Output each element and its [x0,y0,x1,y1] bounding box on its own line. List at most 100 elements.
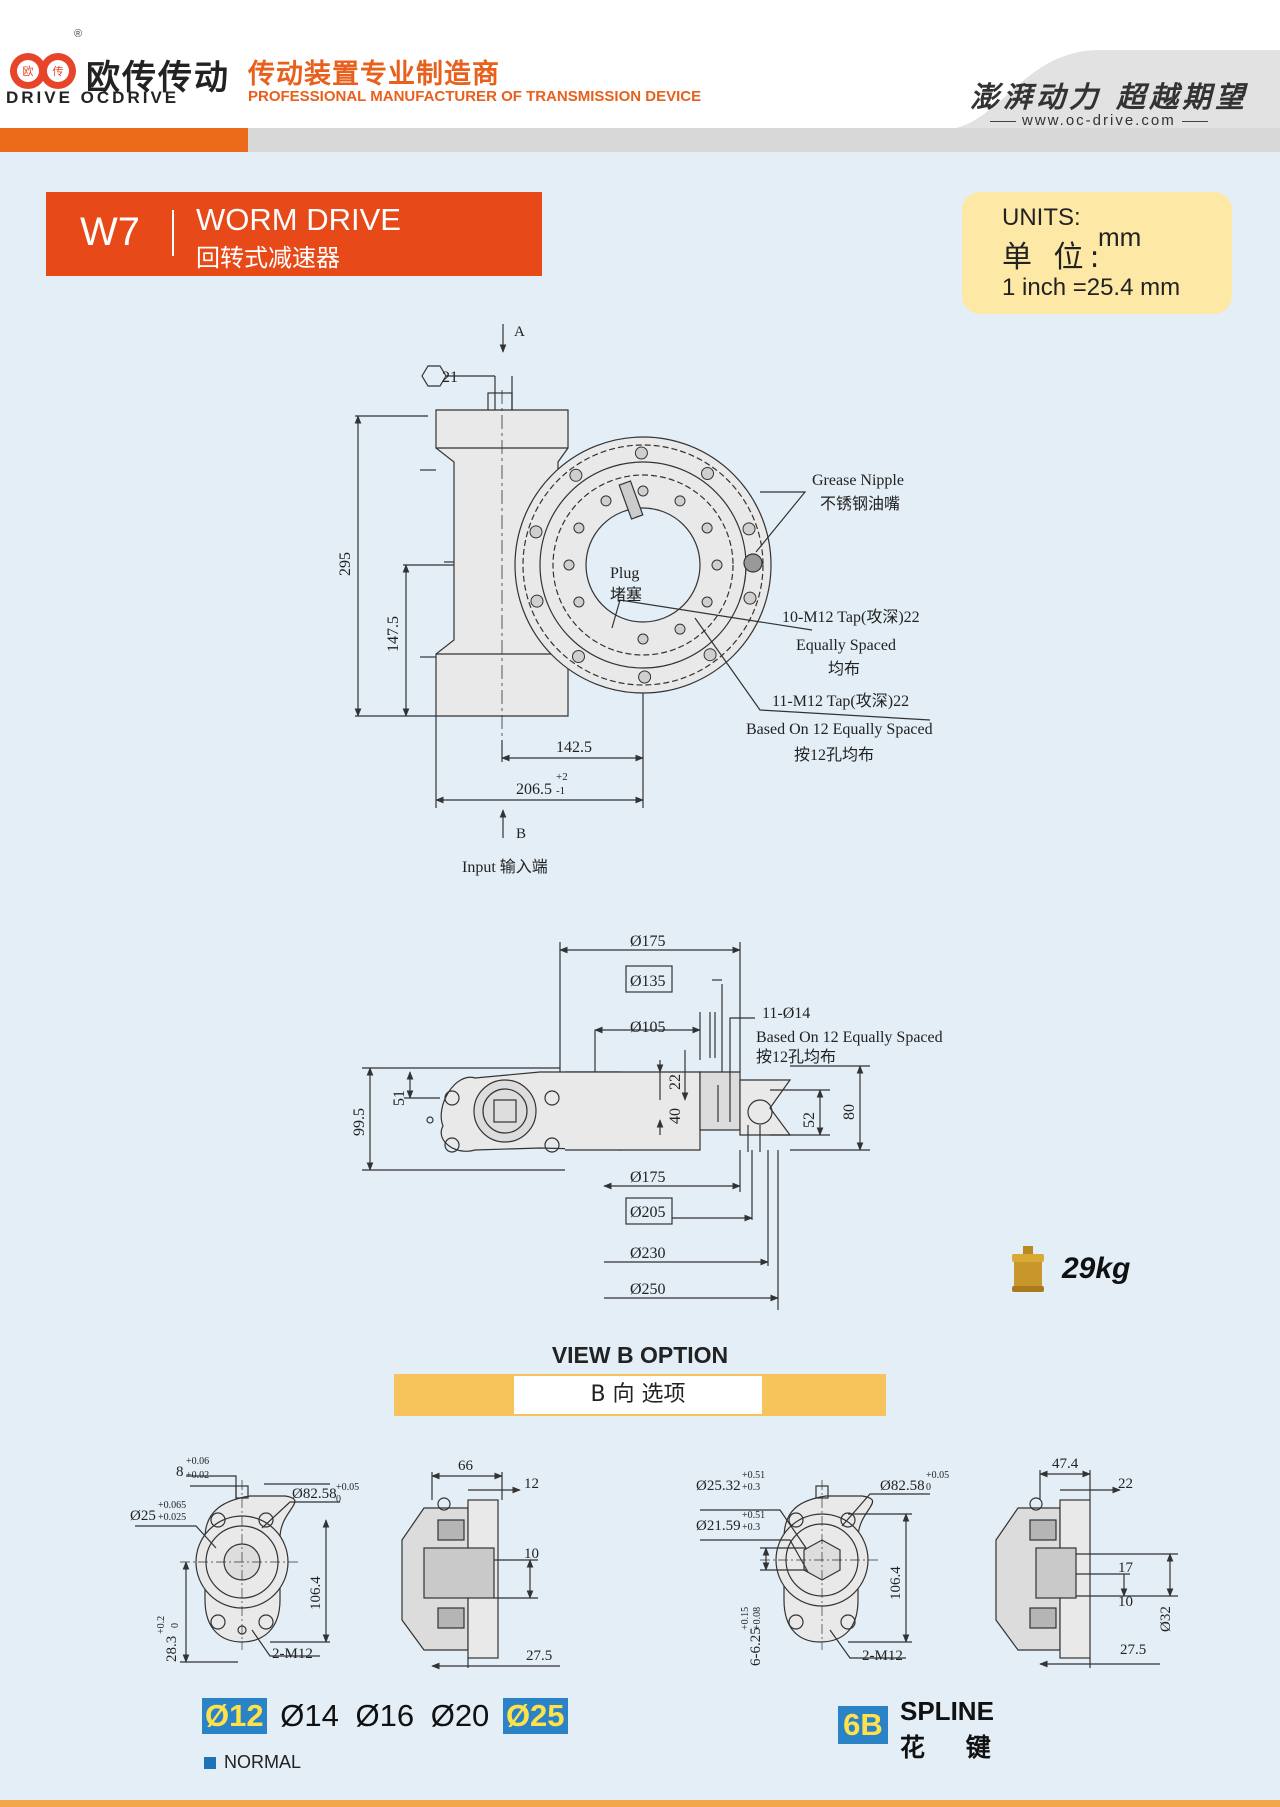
header-curve-shape [940,50,1280,130]
bolt-hole [637,633,649,645]
opt-left-dim8: 8 [176,1464,184,1480]
input-label: Input 输入端 [462,858,548,876]
bolt-hole [573,522,585,534]
side-d205: Ø205 [630,1204,666,1221]
website-text: www.oc-drive.com [984,112,1214,129]
view-b-title: VIEW B OPTION [551,1342,729,1368]
opt-right-spline-up: +0.15 [740,1607,751,1630]
legend-swatch [204,1757,216,1770]
opt-left-dim28-low: 0 [170,1623,181,1628]
bolt-hole [529,525,543,539]
opt-left-side12: 12 [524,1476,539,1492]
top-view-bolt-holes [529,446,757,684]
opt-left-d82-up: +0.05 [336,1482,359,1493]
tap2-spec: 11-M12 Tap(攻深)22 [772,692,909,710]
side-holes-cn: 按12孔均布 [756,1048,836,1066]
title-separator [172,210,174,256]
opt-right-spline: 6-6.25 [748,1627,764,1666]
option-left-front-drawing [135,1475,340,1663]
weight-row: 29kg [1006,1244,1176,1294]
opt-left-dim8-low: +0.02 [186,1470,209,1481]
spline-label-english: SPLINE [900,1696,994,1726]
opt-left-dim106: 106.4 [308,1576,324,1610]
tagline-chinese: 传动装置专业制造商 [248,59,500,90]
option-left-side-drawing [401,1472,560,1670]
grease-nipple-cn: 不锈钢油嘴 [820,495,900,513]
side-dim-40: 40 [667,1108,684,1124]
shaft-option-12: Ø12 [202,1698,267,1734]
side-dim-80: 80 [841,1104,858,1120]
opt-right-side22: 22 [1118,1476,1133,1492]
opt-right-side10: 10 [1118,1594,1133,1610]
side-d175-bottom: Ø175 [630,1169,666,1186]
tap2-en: Based On 12 Equally Spaced [746,721,933,738]
bolt-hole [743,591,757,605]
shaft-option-14: Ø14 [280,1698,339,1733]
bolt-hole [563,559,575,571]
opt-right-d21-low: +0.3 [742,1522,760,1533]
opt-right-d82: Ø82.58 [880,1478,925,1494]
normal-legend: NORMAL [204,1752,301,1773]
bolt-hole [634,446,648,460]
side-d135: Ø135 [630,973,666,990]
top-width-tol-upper: +2 [556,771,568,783]
side-dim-99-5: 99.5 [351,1108,368,1136]
bolt-hole [701,522,713,534]
legend-label: NORMAL [224,1752,302,1772]
view-b-bar: B 向 选项 [394,1374,886,1416]
slogan: 澎湃动力 超越期望 [970,80,1249,114]
opt-right-side47: 47.4 [1052,1456,1079,1472]
opt-left-side66: 66 [458,1458,474,1474]
page-header: 欧 传 ® 欧传传动 DRIVE OCDRIVE 传动装置专业制造商 PROFE… [0,0,1280,152]
side-d250: Ø250 [630,1281,666,1298]
logo-gear-char-1: 欧 [23,65,34,78]
side-dim-22: 22 [667,1074,684,1090]
opt-right-d82-up: +0.05 [926,1470,949,1481]
option-right-front-drawing [700,1480,930,1659]
opt-right-spline-low: +0.08 [752,1607,763,1630]
opt-left-d25-low: +0.025 [158,1512,186,1523]
shaft-option-16: Ø16 [355,1698,415,1733]
side-d230: Ø230 [630,1245,666,1262]
opt-left-dim28-up: +0.2 [156,1616,167,1634]
tap1-spec: 10-M12 Tap(攻深)22 [782,608,920,626]
units-value: mm [1098,222,1142,252]
grease-nipple-en: Grease Nipple [812,472,904,489]
bolt-hole [701,596,713,608]
top-height-total: 295 [337,552,354,576]
view-b-subtitle: B 向 选项 [514,1376,762,1414]
side-d105: Ø105 [630,1019,666,1036]
opt-left-d82-low: 0 [336,1494,341,1505]
product-name-english: WORM DRIVE [196,202,401,237]
bolt-hole [569,468,583,482]
opt-right-side17: 17 [1118,1560,1134,1576]
weight-value: 29kg [1062,1252,1131,1285]
opt-right-d82-low: 0 [926,1482,931,1493]
opt-right-d25-up: +0.51 [742,1470,765,1481]
opt-left-bolts: 2-M12 [272,1646,313,1662]
top-view-drawing [354,324,931,838]
side-view-drawing [362,942,870,1310]
top-width-total: 206.5 [516,781,552,798]
opt-left-dim28: 28.3 [164,1636,180,1662]
bolt-hole [637,485,649,497]
shaft-option-25: Ø25 [502,1698,568,1734]
opt-right-side27: 27.5 [1120,1642,1146,1658]
logo-chinese: 欧传传动 [86,58,230,98]
side-holes-en: Based On 12 Equally Spaced [756,1029,943,1046]
opt-right-d21: Ø21.59 [696,1518,741,1534]
shaft-options: Ø12 Ø14 Ø16 Ø20 Ø25 [202,1698,570,1738]
side-d175-top: Ø175 [630,933,666,950]
product-title-box: W7 WORM DRIVE 回转式减速器 [46,192,542,276]
opt-right-dim106: 106.4 [888,1566,904,1600]
opt-left-d25-up: +0.065 [158,1500,186,1511]
plug-cn: 堵塞 [610,586,642,604]
top-view-label-a: A [514,324,525,340]
opt-left-dim8-up: +0.06 [186,1456,209,1467]
top-height-center: 147.5 [385,616,402,652]
product-code: W7 [80,210,140,254]
units-box: UNITS: 单 位: mm 1 inch =25.4 mm [962,192,1232,314]
spline-badge: 6B [838,1706,888,1744]
bottom-accent-line [0,1800,1280,1807]
tagline-english: PROFESSIONAL MANUFACTURER OF TRANSMISSIO… [248,88,702,105]
